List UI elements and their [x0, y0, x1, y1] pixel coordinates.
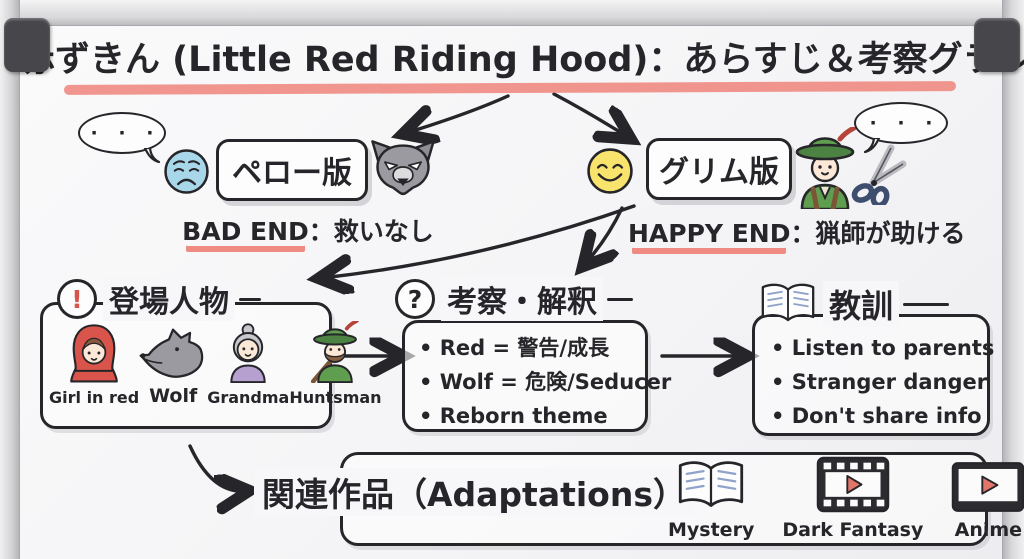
speech-bubble-perrault: · · · — [78, 112, 166, 164]
character-label: Grandma — [207, 388, 290, 407]
grandma-icon — [230, 323, 266, 384]
lessons-item: • Don't share info — [771, 404, 982, 428]
bad-end-text: ：救いなし — [308, 217, 434, 246]
characters-title: 登場人物 — [103, 277, 235, 321]
ellipsis-text: · · · — [90, 121, 161, 144]
lessons-item: • Stranger danger — [771, 370, 988, 394]
analysis-heading: ? 考察・解釈 — [395, 277, 633, 321]
characters-row: Girl in red Wolf — [43, 305, 382, 407]
frame-corner-top-left — [4, 18, 50, 72]
heading-dash — [239, 297, 261, 301]
page-title: 赤ずきん (Little Red Riding Hood)：あらすじ＆考察グラレ… — [20, 40, 1024, 80]
bad-end-line: BAD END：救いなし — [158, 212, 458, 248]
book-icon — [761, 283, 815, 322]
mystery-book-icon — [679, 461, 744, 507]
adaptation-anime: Anime — [951, 461, 1024, 541]
lessons-title: 教訓 — [823, 281, 900, 327]
lessons-item: • Listen to parents — [771, 336, 995, 360]
heading-dash — [903, 302, 950, 306]
video-player-icon — [952, 462, 1024, 512]
question-badge: ? — [395, 279, 435, 319]
perrault-version-label: ペロー版 — [232, 156, 352, 191]
girl-in-red-icon — [70, 324, 118, 383]
huntsman-small-icon — [311, 319, 360, 384]
board-surface: 赤ずきん (Little Red Riding Hood)：あらすじ＆考察グラレ… — [20, 26, 1024, 559]
exclamation-badge: ! — [57, 279, 97, 319]
characters-box: ! 登場人物 Girl in red — [40, 277, 382, 429]
happy-end-text: ：猟師が助ける — [790, 219, 966, 248]
heading-dash — [607, 297, 633, 301]
adaptation-label: Mystery — [668, 519, 755, 541]
character-label: Girl in red — [49, 388, 140, 407]
wolf-side-icon — [139, 328, 204, 378]
character-wolf: Wolf — [139, 328, 207, 407]
title-underline — [63, 81, 957, 95]
speech-bubble-tail — [863, 138, 881, 154]
arrow-grimm-to-analysis — [585, 206, 624, 264]
wolf-icon — [371, 140, 435, 196]
frame-corner-top-right — [974, 18, 1020, 72]
whiteboard-frame-left — [0, 0, 20, 559]
adaptations-items: Mystery Dark Fantasy Anime — [668, 456, 1024, 541]
analysis-item: • Reborn theme — [419, 404, 608, 428]
sad-face-icon — [164, 149, 209, 194]
happy-end-label: HAPPY END — [628, 219, 791, 248]
scissors-icon — [851, 144, 907, 205]
analysis-item: • Red = 警告/成長 — [419, 336, 610, 360]
bad-end-label: BAD END — [182, 217, 309, 246]
huntsman-icon — [795, 127, 857, 209]
arrow-characters-to-adaptations — [188, 444, 246, 491]
character-girl: Girl in red — [49, 323, 139, 407]
smiley-face-icon — [587, 148, 633, 194]
analysis-title: 考察・解釈 — [441, 277, 603, 321]
whiteboard-frame-right — [1002, 0, 1024, 559]
lessons-heading: 教訓 — [759, 281, 950, 327]
adaptation-dark-fantasy: Dark Fantasy — [782, 456, 923, 541]
character-grandma: Grandma — [207, 323, 289, 407]
grimm-version-label: グリム版 — [659, 155, 779, 190]
film-strip-icon — [816, 456, 890, 513]
speech-bubble-grimm: · · · — [854, 102, 948, 154]
grimm-version-box: グリム版 — [646, 138, 792, 200]
characters-heading: ! 登場人物 — [57, 277, 261, 321]
perrault-version-box: ペロー版 — [216, 139, 368, 201]
speech-bubble-tail — [143, 148, 161, 164]
arrow-title-to-grimm — [552, 92, 628, 137]
arrow-title-to-perrault — [406, 94, 510, 133]
adaptation-mystery: Mystery — [668, 459, 754, 541]
adaptations-title: 関連作品（Adaptations） — [254, 468, 694, 516]
adaptation-label: Anime — [954, 519, 1023, 541]
analysis-item: • Wolf = 危険/Seducer — [419, 370, 672, 394]
character-label: Huntsman — [289, 388, 382, 407]
ellipsis-text: · · · — [869, 111, 940, 134]
character-huntsman: Huntsman — [289, 319, 382, 407]
adaptation-label: Dark Fantasy — [782, 519, 924, 541]
lessons-box: 教訓 • Listen to parents • Stranger danger… — [752, 281, 995, 436]
character-label: Wolf — [149, 385, 198, 407]
analysis-box: ? 考察・解釈 • Red = 警告/成長 • Wolf = 危険/Seduce… — [395, 277, 672, 432]
happy-end-line: HAPPY END：猟師が助ける — [628, 214, 966, 250]
whiteboard-frame-top — [0, 0, 1024, 26]
